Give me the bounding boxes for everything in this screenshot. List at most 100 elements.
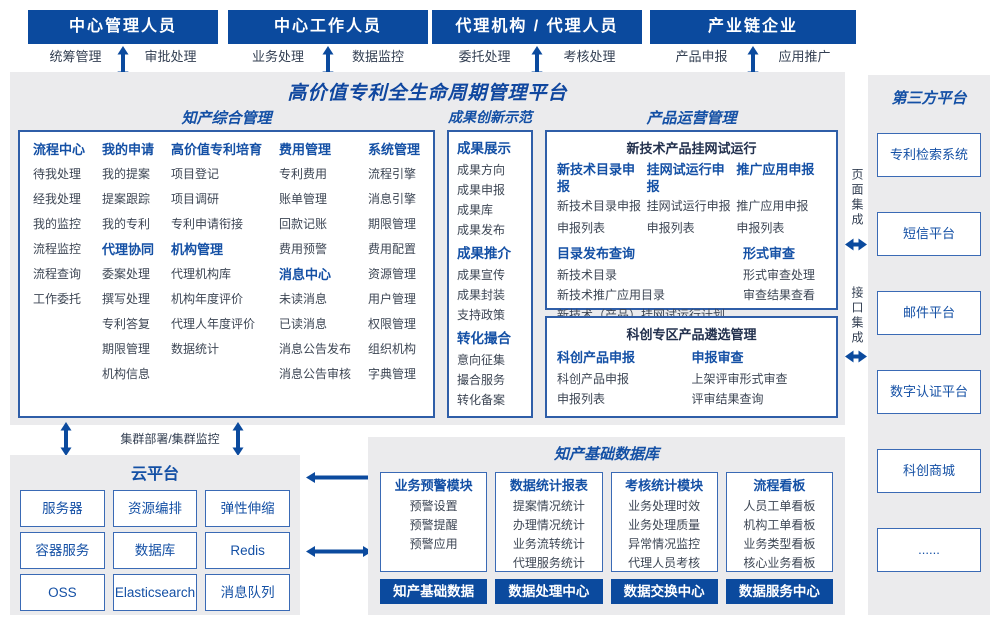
menu-column: 形式审查形式审查处理审查结果查看	[743, 243, 826, 325]
role-header: 产业链企业	[650, 10, 856, 44]
menu-item: 费用预警	[278, 242, 327, 256]
third-party-panel: 第三方平台 专利检索系统短信平台邮件平台数字认证平台科创商城......	[868, 75, 990, 615]
menu-group-header: 系统管理	[367, 142, 420, 157]
menu-item: 撰写处理	[101, 292, 150, 306]
menu-item: 评审结果查询	[691, 392, 764, 406]
role-header: 中心工作人员	[228, 10, 428, 44]
menu-item: 我的监控	[33, 217, 82, 231]
menu-item: 新技术目录申报	[557, 199, 642, 213]
section-title-product-ops: 产品运营管理	[646, 110, 737, 127]
menu-item: 期限管理	[367, 217, 416, 231]
menu-item: 流程监控	[33, 242, 82, 256]
menu-group-header: 成果推介	[457, 246, 511, 261]
list-box: 弹性伸缩	[205, 490, 290, 527]
menu-item: 审查结果查看	[743, 288, 816, 302]
menu-item: 数据统计	[170, 342, 219, 356]
list-box: 预警设置	[409, 499, 458, 513]
list-box: 办理情况统计	[512, 518, 585, 532]
role-labels: 产品申报 应用推广	[650, 44, 856, 66]
menu-item: 成果库	[457, 203, 494, 217]
menu-group: 代理协同委案处理撰写处理专利答复期限管理机构信息	[102, 237, 154, 387]
list-box: 核心业务看板	[743, 556, 816, 570]
menu-item: 专利费用	[278, 167, 327, 181]
role-label-right: 数据监控	[351, 48, 404, 64]
menu-group: 高价值专利培育项目登记项目调研专利申请衔接	[171, 137, 262, 237]
menu-group: 成果展示成果方向成果申报成果库成果发布	[457, 138, 523, 240]
sub-box-title: 新技术产品挂网试运行	[626, 141, 757, 156]
menu-item: 用户管理	[367, 292, 416, 306]
role-labels: 统筹管理 审批处理	[28, 44, 218, 66]
third-party-list: 专利检索系统短信平台邮件平台数字认证平台科创商城......	[868, 108, 990, 572]
menu-item: 字典管理	[367, 367, 416, 381]
list-box: OSS	[20, 574, 105, 611]
menu-item: 组织机构	[367, 342, 416, 356]
menu-item: 资源管理	[367, 267, 416, 281]
role-header: 代理机构 / 代理人员	[432, 10, 642, 44]
role-label-left: 业务处理	[251, 48, 304, 64]
menu-group-header: 高价值专利培育	[170, 142, 262, 157]
menu-item: 机构信息	[101, 367, 150, 381]
menu-item: 新技术目录	[557, 268, 618, 282]
db-centers: 知产基础数据数据处理中心数据交换中心数据服务中心	[368, 579, 845, 604]
db-modules: 业务预警模块 预警设置预警提醒预警应用 数据统计报表 提案情况统计办理情况统计业…	[368, 472, 845, 572]
cloud-title: 云平台	[130, 466, 179, 483]
db-module: 流程看板 人员工单看板机构工单看板业务类型看板核心业务看板	[725, 472, 833, 572]
menu-group: 系统管理流程引擎消息引擎期限管理费用配置资源管理用户管理权限管理组织机构字典管理	[368, 137, 420, 387]
list-box: 业务类型看板	[743, 537, 816, 551]
menu-group: 目录发布查询 新技术目录 新技术推广应用目录 新技术（产品）挂网试运行计划	[557, 243, 743, 325]
menu-item: 申报列表	[646, 221, 695, 235]
menu-group: 成果推介成果宣传成果封装支持政策	[457, 243, 523, 325]
left-arrow-icon	[306, 471, 372, 484]
menu-group-header: 费用管理	[278, 142, 331, 157]
menu-group-header: 流程中心	[33, 142, 86, 157]
menu-columns: 新技术目录申报新技术目录申报申报列表挂网试运行申报挂网试运行申报申报列表推广应用…	[557, 161, 826, 239]
menu-item: 撮合服务	[457, 373, 506, 387]
role-label-right: 审批处理	[144, 48, 197, 64]
menu-item: 工作委托	[33, 292, 82, 306]
list-box: 容器服务	[20, 532, 105, 569]
menu-group: 我的申请我的提案提案跟踪我的专利	[102, 137, 154, 237]
menu-group: 流程中心待我处理经我处理我的监控流程监控流程查询工作委托	[33, 137, 85, 312]
product-ops-box1: 新技术产品挂网试运行 新技术目录申报新技术目录申报申报列表挂网试运行申报挂网试运…	[545, 130, 838, 322]
menu-item: 新技术推广应用目录	[557, 288, 666, 302]
list-box: 专利检索系统	[877, 133, 981, 177]
menu-group-header: 目录发布查询	[557, 246, 636, 261]
list-box: 预警应用	[409, 537, 458, 551]
db-panel: 知产基础数据库 业务预警模块 预警设置预警提醒预警应用 数据统计报表 提案情况统…	[368, 437, 845, 615]
cluster-label: 集群部署/集群监控	[120, 432, 220, 446]
menu-item: 回款记账	[278, 217, 327, 231]
menu-group: 挂网试运行申报挂网试运行申报申报列表	[647, 161, 737, 239]
menu-group: 形式审查形式审查处理审查结果查看	[743, 243, 826, 305]
menu-column: 高价值专利培育项目登记项目调研专利申请衔接机构管理代理机构库机构年度评价代理人年…	[171, 137, 262, 411]
db-module: 业务预警模块 预警设置预警提醒预警应用	[380, 472, 488, 572]
menu-item: 待我处理	[33, 167, 82, 181]
menu-item: 申报列表	[557, 392, 606, 406]
db-module: 考核统计模块 业务处理时效业务处理质量异常情况监控代理人员考核	[610, 472, 718, 573]
role-labels: 业务处理 数据监控	[228, 44, 428, 66]
db-module-items: 提案情况统计办理情况统计业务流转统计代理服务统计	[496, 497, 601, 573]
list-box: 异常情况监控	[628, 537, 701, 551]
menu-group: 转化撮合意向征集撮合服务转化备案	[457, 328, 523, 410]
db-module-items: 业务处理时效业务处理质量异常情况监控代理人员考核	[612, 497, 717, 573]
list-box: 提案情况统计	[512, 499, 585, 513]
menu-item: 经我处理	[33, 192, 82, 206]
menu-item: 项目登记	[170, 167, 219, 181]
list-box: 业务处理质量	[628, 518, 701, 532]
list-box: 知产基础数据	[380, 579, 488, 604]
menu-group: 费用管理专利费用账单管理回款记账费用预警	[279, 137, 351, 262]
db-module-header: 流程看板	[753, 478, 806, 493]
list-box: 人员工单看板	[743, 499, 816, 513]
list-box: 业务流转统计	[512, 537, 585, 551]
menu-group-header: 成果展示	[457, 141, 511, 156]
menu-group-header: 代理协同	[101, 242, 154, 257]
role-block-center-staff: 中心工作人员 业务处理 数据监控	[228, 10, 428, 66]
menu-item: 意向征集	[457, 353, 506, 367]
menu-item: 代理人年度评价	[170, 317, 255, 331]
menu-item: 消息公告审核	[278, 367, 351, 381]
list-box: 服务器	[20, 490, 105, 527]
list-box: 资源编排	[112, 490, 198, 527]
menu-item: 专利申请衔接	[170, 217, 243, 231]
menu-item: 代理机构库	[170, 267, 231, 281]
